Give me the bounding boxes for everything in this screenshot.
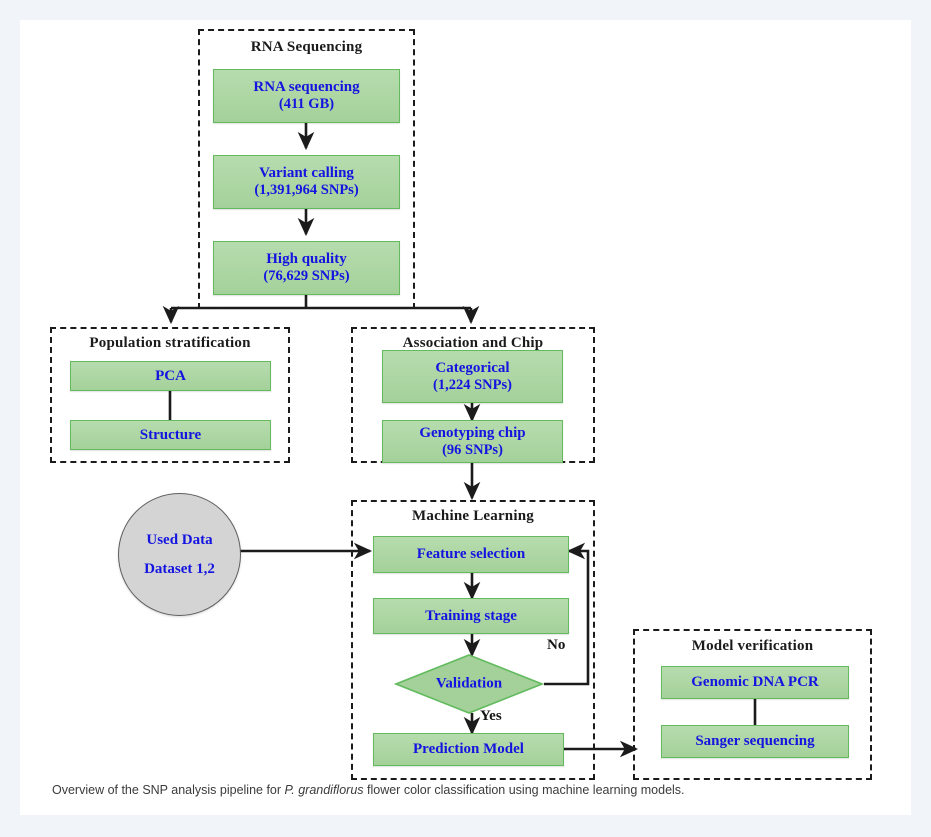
caption-prefix: Overview of the SNP analysis pipeline fo… xyxy=(52,783,285,797)
flowchart-figure: RNA Sequencing RNA sequencing (411 GB) V… xyxy=(20,20,911,780)
node-categorical[interactable]: Categorical (1,224 SNPs) xyxy=(382,350,563,403)
node-variant-calling-line2: (1,391,964 SNPs) xyxy=(254,182,359,199)
group-machine-learning: Machine Learning xyxy=(351,500,595,780)
node-pca[interactable]: PCA xyxy=(70,361,271,391)
validation-diamond-shape xyxy=(394,654,544,714)
node-prediction-model[interactable]: Prediction Model xyxy=(373,733,564,766)
node-structure-label: Structure xyxy=(139,426,202,443)
node-training-stage-label: Training stage xyxy=(425,607,517,624)
node-feature-selection-label: Feature selection xyxy=(416,546,526,563)
caption-suffix: flower color classification using machin… xyxy=(363,783,685,797)
node-genotyping-chip-line1: Genotyping chip xyxy=(419,424,526,441)
node-prediction-model-label: Prediction Model xyxy=(413,741,524,758)
node-genomic-dna-pcr[interactable]: Genomic DNA PCR xyxy=(661,666,849,699)
node-rna-sequencing[interactable]: RNA sequencing (411 GB) xyxy=(213,69,400,123)
node-genotyping-chip-line2: (96 SNPs) xyxy=(442,441,503,458)
node-high-quality-line1: High quality xyxy=(266,251,347,268)
group-population-stratification: Population stratification xyxy=(50,327,290,463)
node-rna-sequencing-line1: RNA sequencing xyxy=(253,79,360,96)
node-sanger-sequencing-label: Sanger sequencing xyxy=(695,733,815,750)
node-genomic-dna-pcr-label: Genomic DNA PCR xyxy=(691,674,819,691)
node-high-quality[interactable]: High quality (76,629 SNPs) xyxy=(213,241,400,295)
node-categorical-line1: Categorical xyxy=(435,359,510,376)
node-variant-calling-line1: Variant calling xyxy=(259,165,354,182)
node-structure[interactable]: Structure xyxy=(70,420,271,450)
group-title-model-verification: Model verification xyxy=(691,638,814,654)
edge-label-no: No xyxy=(547,637,566,653)
figure-card: RNA Sequencing RNA sequencing (411 GB) V… xyxy=(20,20,911,815)
node-validation[interactable]: Validation xyxy=(394,654,544,714)
group-rna-sequencing: RNA Sequencing xyxy=(198,29,415,309)
node-genotyping-chip[interactable]: Genotyping chip (96 SNPs) xyxy=(382,420,563,463)
node-used-data-line2: Dataset 1,2 xyxy=(144,560,215,577)
caption-species: P. grandiflorus xyxy=(284,783,364,797)
edge-label-yes: Yes xyxy=(480,708,502,724)
node-sanger-sequencing[interactable]: Sanger sequencing xyxy=(661,725,849,758)
node-high-quality-line2: (76,629 SNPs) xyxy=(263,268,350,285)
group-title-rna-sequencing: RNA Sequencing xyxy=(250,39,363,55)
group-title-machine-learning: Machine Learning xyxy=(412,508,534,524)
group-model-verification: Model verification xyxy=(633,629,872,780)
node-variant-calling[interactable]: Variant calling (1,391,964 SNPs) xyxy=(213,155,400,209)
group-title-population-stratification: Population stratification xyxy=(89,335,251,351)
node-categorical-line2: (1,224 SNPs) xyxy=(433,376,512,393)
node-feature-selection[interactable]: Feature selection xyxy=(373,536,569,573)
node-rna-sequencing-line2: (411 GB) xyxy=(278,96,335,113)
node-used-data[interactable]: Used Data Dataset 1,2 xyxy=(118,493,241,616)
node-training-stage[interactable]: Training stage xyxy=(373,598,569,634)
node-used-data-line1: Used Data xyxy=(146,532,213,548)
group-title-association-and-chip: Association and Chip xyxy=(402,335,544,351)
figure-caption: Overview of the SNP analysis pipeline fo… xyxy=(52,782,882,800)
node-pca-label: PCA xyxy=(155,367,186,384)
